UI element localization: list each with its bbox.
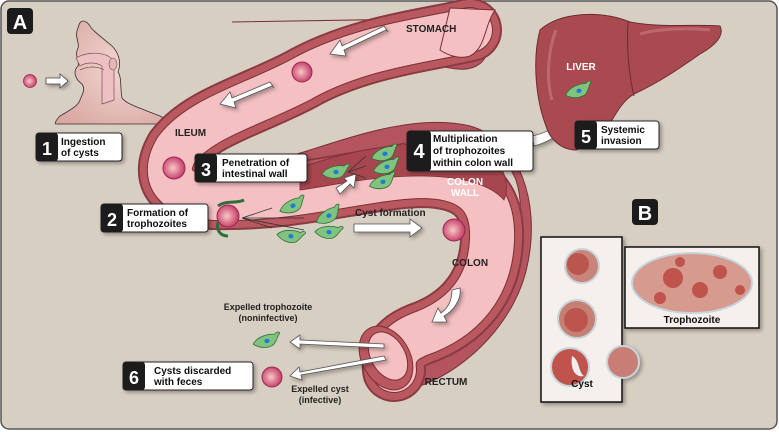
step-5-line2: invasion <box>601 136 642 147</box>
trophozoite-caption: Trophozoite <box>664 315 721 326</box>
step-4-line2: of trophozoites <box>433 146 506 157</box>
colon-flow-arrow <box>431 287 461 323</box>
step-3-number: 3 <box>201 160 211 180</box>
panel-b-badge: B <box>632 199 658 225</box>
step-2-line2: trophozoites <box>127 219 187 230</box>
expelled-cyst-arrow <box>289 355 387 381</box>
colon-label: COLON <box>452 258 488 269</box>
rectum-label: RECTUM <box>425 377 468 388</box>
expelled-cyst-label: Expelled cyst <box>291 384 349 394</box>
cyst-ileum <box>162 156 186 180</box>
stomach-end <box>439 7 496 58</box>
ingestion-arrow <box>45 73 69 89</box>
step-5-line1: Systemic <box>601 125 645 136</box>
step-4-number: 4 <box>413 141 425 163</box>
trophozoite-spread-arrows <box>241 155 367 231</box>
expelled-trophozoite-label: Expelled trophozoite <box>224 302 313 312</box>
expelled-trophozoite-sublabel: (noninfective) <box>238 313 297 323</box>
step-2-line1: Formation of <box>127 208 189 219</box>
penetration-arrow <box>335 173 357 195</box>
step-3-line1: Penetration of <box>222 158 290 169</box>
excysting-cyst <box>216 198 245 238</box>
colon-wall-label-2: WALL <box>451 188 479 199</box>
expelled-cyst-sublabel: (infective) <box>299 395 342 405</box>
step-4-line1: Multiplication <box>433 134 497 145</box>
stomach-label: STOMACH <box>406 24 456 35</box>
colon-wall-label-1: COLON <box>447 177 483 188</box>
ingested-cyst <box>23 74 37 88</box>
ileum-label: ILEUM <box>175 128 206 139</box>
step-1-number: 1 <box>42 139 52 159</box>
cyst-expelled <box>261 366 283 388</box>
cyst-colon <box>442 218 466 242</box>
step-6-line1: Cysts discarded <box>154 366 231 377</box>
step-3-line2: intestinal wall <box>222 169 288 180</box>
cyst-micrograph: Cyst <box>540 236 640 403</box>
cyst-stomach <box>291 61 313 83</box>
step-5-badge: 5 Systemic invasion <box>574 120 660 150</box>
step-1-line1: Ingestion <box>61 137 105 148</box>
panel-a-label: A <box>13 12 27 34</box>
cyst-formation-arrow <box>353 218 423 238</box>
liver-illustration <box>535 13 722 151</box>
step-4-badge: 4 Multiplication of trophozoites within … <box>406 130 534 172</box>
human-head-illustration <box>54 20 171 125</box>
step-4-line3: within colon wall <box>432 158 513 169</box>
step-6-badge: 6 Cysts discarded with feces <box>122 361 254 391</box>
step-6-number: 6 <box>129 368 139 388</box>
step-3-badge: 3 Penetration of intestinal wall <box>194 153 308 183</box>
step-1-line2: of cysts <box>61 148 99 159</box>
step-2-number: 2 <box>107 210 117 230</box>
step-6-line2: with feces <box>153 377 203 388</box>
step-2-badge: 2 Formation of trophozoites <box>100 203 209 233</box>
cyst-caption: Cyst <box>571 379 593 390</box>
liver-label: LIVER <box>566 62 596 73</box>
step-1-badge: 1 Ingestion of cysts <box>35 132 123 162</box>
panel-b-label: B <box>638 203 652 225</box>
cyst-formation-label: Cyst formation <box>355 208 426 219</box>
ileum-flow-arrow <box>219 81 275 109</box>
stomach-flow-arrow <box>329 25 389 57</box>
trophozoite-micrograph: Trophozoite <box>624 246 760 329</box>
expelled-trophozoite-arrow <box>289 334 385 350</box>
step-5-number: 5 <box>581 127 591 147</box>
panel-a-badge: A <box>7 8 33 34</box>
